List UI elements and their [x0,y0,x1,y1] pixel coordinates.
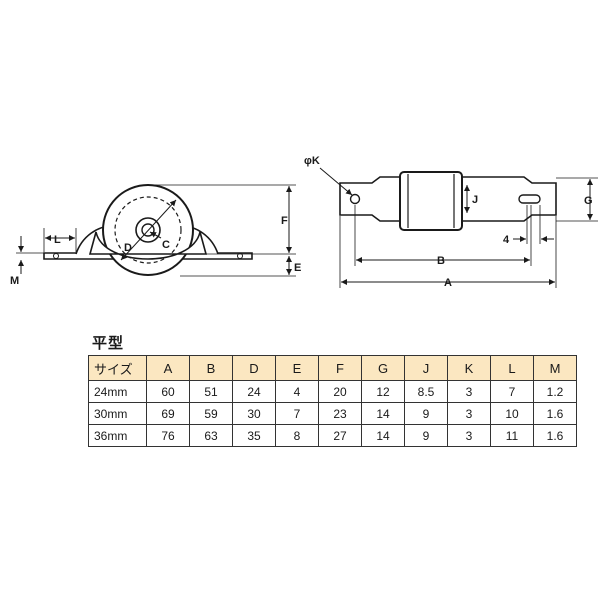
label-phiK: φK [304,155,320,167]
cell-K: 3 [447,424,491,447]
cell-G: 14 [361,402,405,425]
cell-A: 69 [146,402,190,425]
label-B: B [437,255,445,267]
cell-J: 9 [404,402,448,425]
label-G: G [584,195,593,207]
wheel-housing [399,171,463,231]
header-A: A [146,355,190,381]
label-F: F [281,215,288,227]
cell-M: 1.6 [533,424,577,447]
header-M: M [533,355,577,381]
cell-E: 4 [275,380,319,403]
section-title: 平型 [92,334,125,352]
cell-size: 36mm [88,424,147,447]
header-D: D [232,355,276,381]
cell-D: 24 [232,380,276,403]
cell-F: 23 [318,402,362,425]
header-K: K [447,355,491,381]
cell-size: 30mm [88,402,147,425]
dim-C-leader [149,231,162,239]
dim-D-line [120,199,177,261]
cell-B: 63 [189,424,233,447]
top-view [319,167,598,288]
label-M: M [10,275,19,287]
label-J: J [472,194,478,206]
cell-L: 11 [490,424,534,447]
header-E: E [275,355,319,381]
technical-drawing: L M D C F E φK J G [10,155,598,289]
label-L: L [54,234,61,246]
header-F: F [318,355,362,381]
label-A: A [444,277,452,289]
cell-G: 12 [361,380,405,403]
label-4: 4 [503,234,510,246]
cell-F: 27 [318,424,362,447]
cell-J: 8.5 [404,380,448,403]
cell-M: 1.2 [533,380,577,403]
cell-E: 8 [275,424,319,447]
cell-size: 24mm [88,380,147,403]
header-size: サイズ [88,355,147,381]
cell-A: 60 [146,380,190,403]
label-C: C [162,239,170,251]
spec-table-header: サイズ A B D E F G J K L M [88,355,577,381]
table-row: 30mm 69 59 30 7 23 14 9 3 10 1.6 [88,402,577,425]
cell-F: 20 [318,380,362,403]
label-D: D [124,242,132,254]
table-row: 36mm 76 63 35 8 27 14 9 3 11 1.6 [88,424,577,447]
cell-B: 51 [189,380,233,403]
cell-M: 1.6 [533,402,577,425]
round-hole [349,193,361,205]
left-hole [53,253,59,259]
slot-hole [518,194,541,204]
label-E: E [294,262,301,274]
table-row: 24mm 60 51 24 4 20 12 8.5 3 7 1.2 [88,380,577,403]
side-view [16,184,296,277]
right-hole [237,253,243,259]
cell-E: 7 [275,402,319,425]
wheel-inner-dashed [114,196,182,264]
cell-G: 14 [361,424,405,447]
header-B: B [189,355,233,381]
cell-A: 76 [146,424,190,447]
cell-J: 9 [404,424,448,447]
header-G: G [361,355,405,381]
spec-table: サイズ A B D E F G J K L M 24mm 60 51 24 4 … [88,355,577,447]
cell-K: 3 [447,402,491,425]
cell-L: 7 [490,380,534,403]
cell-L: 10 [490,402,534,425]
cell-B: 59 [189,402,233,425]
dim-phiK-leader [319,167,353,196]
header-J: J [404,355,448,381]
cell-K: 3 [447,380,491,403]
cell-D: 30 [232,402,276,425]
cell-D: 35 [232,424,276,447]
header-L: L [490,355,534,381]
